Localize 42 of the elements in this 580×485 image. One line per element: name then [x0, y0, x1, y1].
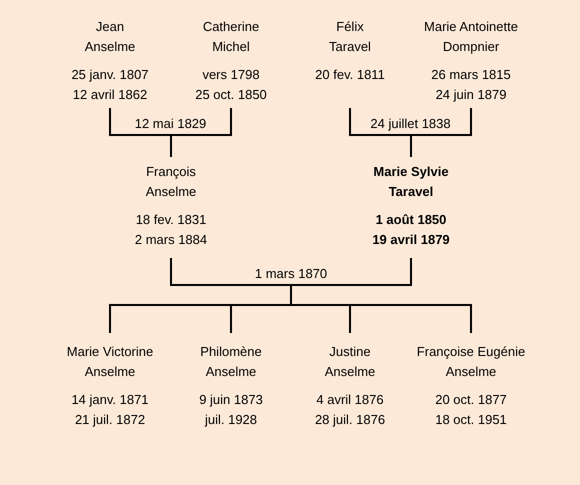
life-date: 28 juil. 1876: [314, 411, 386, 429]
life-date: 25 oct. 1850: [195, 86, 267, 104]
life-date: 25 janv. 1807: [71, 66, 149, 84]
surname: Anselme: [146, 183, 196, 201]
surname: Taravel: [388, 183, 434, 201]
life-date: 21 juil. 1872: [74, 411, 146, 429]
life-date: 24 juin 1879: [436, 86, 506, 104]
life-date: 12 avril 1862: [72, 86, 148, 104]
surname: Anselme: [324, 363, 376, 381]
life-date: 19 avril 1879: [372, 231, 450, 249]
life-date: 20 oct. 1877: [435, 391, 507, 409]
given-name: Marie Sylvie: [373, 163, 449, 181]
life-date: juil. 1928: [204, 411, 258, 429]
surname: Michel: [212, 38, 250, 56]
given-name: Justine: [329, 343, 371, 361]
given-name: Philomène: [200, 343, 262, 361]
life-date: 9 juin 1873: [199, 391, 263, 409]
life-date: 18 oct. 1951: [435, 411, 507, 429]
connector-line: [290, 258, 472, 333]
life-date: 18 fev. 1831: [136, 211, 206, 229]
surname: Anselme: [84, 38, 136, 56]
life-date: 20 fev. 1811: [315, 66, 385, 84]
given-name: Françoise Eugénie: [416, 343, 526, 361]
surname: Anselme: [84, 363, 136, 381]
life-date: 2 mars 1884: [134, 231, 208, 249]
life-date: 1 août 1850: [376, 211, 446, 229]
connector-line: [410, 108, 472, 157]
surname: Taravel: [329, 38, 371, 56]
given-name: François: [146, 163, 196, 181]
surname: Dompnier: [442, 38, 500, 56]
life-date: 26 mars 1815: [431, 66, 511, 84]
life-date: vers 1798: [202, 66, 260, 84]
given-name: Félix: [336, 18, 364, 36]
life-date: 4 avril 1876: [316, 391, 384, 409]
given-name: Marie Antoinette: [424, 18, 518, 36]
given-name: Catherine: [202, 18, 260, 36]
life-date: 14 janv. 1871: [71, 391, 149, 409]
surname: Anselme: [206, 363, 256, 381]
given-name: Marie Victorine: [66, 343, 154, 361]
surname: Anselme: [446, 363, 496, 381]
connector-line: [170, 108, 232, 157]
given-name: Jean: [96, 18, 124, 36]
